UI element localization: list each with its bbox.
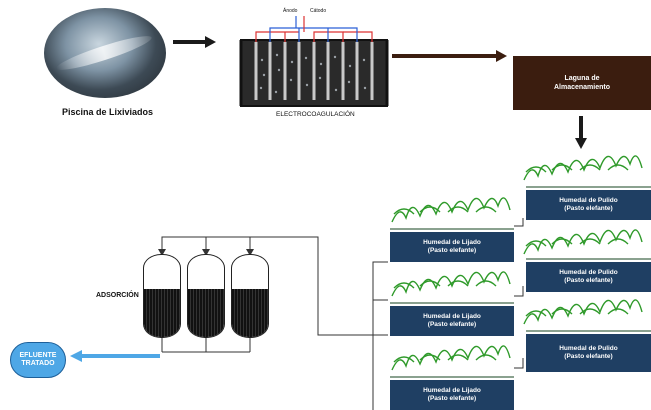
polishing-wetland-title: Humedal de Pulido: [559, 269, 618, 276]
sanding-wetland-subtitle: (Pasto elefante): [427, 395, 477, 402]
leachate-pool-image: [44, 8, 166, 98]
polishing-wetland-1: Humedal de Pulido (Pasto elefante): [526, 190, 651, 220]
adsorption-tank-1: [143, 254, 181, 338]
sanding-wetland-2: Humedal de Lijado (Pasto elefante): [390, 306, 514, 336]
adsorption-label: ADSORCIÓN: [96, 292, 139, 299]
sanding-wetland-subtitle: (Pasto elefante): [427, 247, 477, 254]
polishing-wetland-3: Humedal de Pulido (Pasto elefante): [526, 334, 651, 372]
polishing-wetland-2: Humedal de Pulido (Pasto elefante): [526, 262, 651, 292]
anode-label: Ánodo: [283, 8, 298, 14]
arrow-pool-to-electro: [173, 36, 216, 48]
pool-label: Piscina de Lixiviados: [62, 107, 154, 117]
polishing-wetland-subtitle: (Pasto elefante): [564, 205, 613, 212]
treated-effluent-cloud: EFLUENTE TRATADO: [10, 342, 66, 378]
arrow-to-effluent: [70, 350, 160, 362]
effluent-label-line2: TRATADO: [21, 360, 55, 367]
plants-right-1: [523, 155, 643, 181]
storage-pond: Laguna de Almacenamiento: [513, 56, 651, 110]
plants-left-3: [391, 345, 511, 371]
plants-left-1: [391, 197, 511, 223]
plants-right-2: [523, 229, 643, 255]
polishing-wetland-subtitle: (Pasto elefante): [564, 353, 613, 360]
polishing-wetland-title: Humedal de Pulido: [559, 345, 618, 352]
plants-right-3: [523, 299, 643, 325]
sanding-wetland-subtitle: (Pasto elefante): [427, 321, 477, 328]
sanding-wetland-title: Humedal de Lijado: [423, 313, 481, 320]
arrow-pond-to-wetlands: [575, 116, 587, 149]
arrow-electro-to-pond: [392, 50, 507, 62]
electro-label: ELECTROCOAGULACIÓN: [276, 111, 355, 118]
effluent-label-line1: EFLUENTE: [19, 352, 57, 359]
sanding-wetland-title: Humedal de Lijado: [423, 387, 481, 394]
cathode-label: Cátodo: [310, 8, 327, 14]
sanding-wetland-1: Humedal de Lijado (Pasto elefante): [390, 232, 514, 262]
pond-label-line2: Almacenamiento: [553, 84, 611, 91]
adsorption-tank-2: [187, 254, 225, 338]
sanding-wetland-title: Humedal de Lijado: [423, 239, 481, 246]
polishing-wetland-title: Humedal de Pulido: [559, 197, 618, 204]
adsorption-outlet-piping: [161, 338, 251, 353]
plants-left-2: [391, 271, 511, 297]
sanding-wetland-3: Humedal de Lijado (Pasto elefante): [390, 380, 514, 410]
arrow-to-tank-2: [202, 249, 210, 256]
arrow-to-tank-3: [246, 249, 254, 256]
electrocoagulation-tank: [239, 16, 389, 107]
arrow-to-tank-1: [158, 249, 166, 256]
pond-label-line1: Laguna de: [564, 75, 600, 82]
adsorption-tank-3: [231, 254, 269, 338]
polishing-wetland-subtitle: (Pasto elefante): [564, 277, 613, 284]
